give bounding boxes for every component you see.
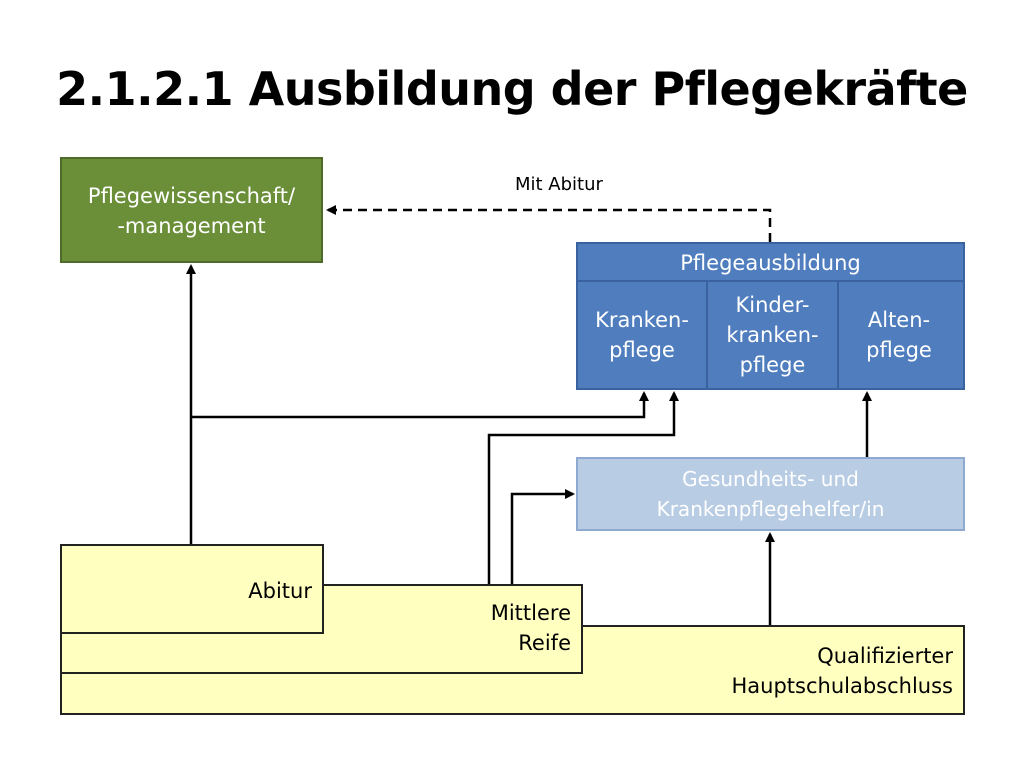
helfer-line2: Krankenpflegehelfer/in bbox=[656, 497, 885, 521]
kinderkrankenpflege-cell: Kinder- kranken- pflege bbox=[706, 282, 839, 388]
pflegeausbildung-header: Pflegeausbildung bbox=[578, 244, 963, 282]
krankenpflege-cell: Kranken- pflege bbox=[578, 282, 706, 388]
pflegewissenschaft-line1: Pflegewissenschaft/ bbox=[87, 184, 296, 208]
pflegewissenschaft-line2: -management bbox=[117, 214, 266, 238]
altenpflege-cell: Alten- pflege bbox=[835, 282, 963, 388]
slide-title: 2.1.2.1 Ausbildung der Pflegekräfte bbox=[56, 62, 968, 116]
altenpflege-line2: pflege bbox=[866, 338, 932, 362]
altenpflege-line1: Alten- bbox=[867, 308, 931, 332]
pflegewissenschaft-box: Pflegewissenschaft/ -management bbox=[60, 157, 323, 263]
arrow-mittlere-reife-to-kinderkrankenpflege bbox=[487, 391, 679, 584]
mittlere-reife-label: Mittlere Reife bbox=[491, 598, 571, 658]
mittlere-reife-line2: Reife bbox=[518, 631, 571, 655]
helfer-line1: Gesundheits- und bbox=[682, 467, 859, 491]
pflegeausbildung-box: Pflegeausbildung Kranken- pflege Kinder-… bbox=[576, 242, 965, 390]
krankenpflege-line1: Kranken- bbox=[595, 308, 689, 332]
helfer-box: Gesundheits- und Krankenpflegehelfer/in bbox=[576, 457, 965, 531]
kinderkrankenpflege-line1: Kinder- bbox=[735, 293, 810, 317]
hauptschulabschluss-line2: Hauptschulabschluss bbox=[731, 674, 954, 698]
arrow-mit-abitur-dashed bbox=[326, 205, 772, 242]
arrow-mittlere-reife-to-helfer bbox=[510, 489, 575, 584]
kinderkrankenpflege-line2: kranken- bbox=[726, 323, 819, 347]
hauptschulabschluss-label: Qualifizierter Hauptschulabschluss bbox=[732, 641, 954, 701]
krankenpflege-line2: pflege bbox=[609, 338, 675, 362]
mittlere-reife-line1: Mittlere bbox=[490, 601, 571, 625]
kinderkrankenpflege-line3: pflege bbox=[739, 353, 806, 377]
hauptschulabschluss-line1: Qualifizierter bbox=[817, 644, 953, 668]
abitur-box: Abitur bbox=[60, 544, 324, 634]
arrow-abitur-to-krankenpflege bbox=[191, 391, 649, 419]
abitur-label: Abitur bbox=[248, 579, 312, 603]
mit-abitur-label: Mit Abitur bbox=[515, 174, 603, 195]
